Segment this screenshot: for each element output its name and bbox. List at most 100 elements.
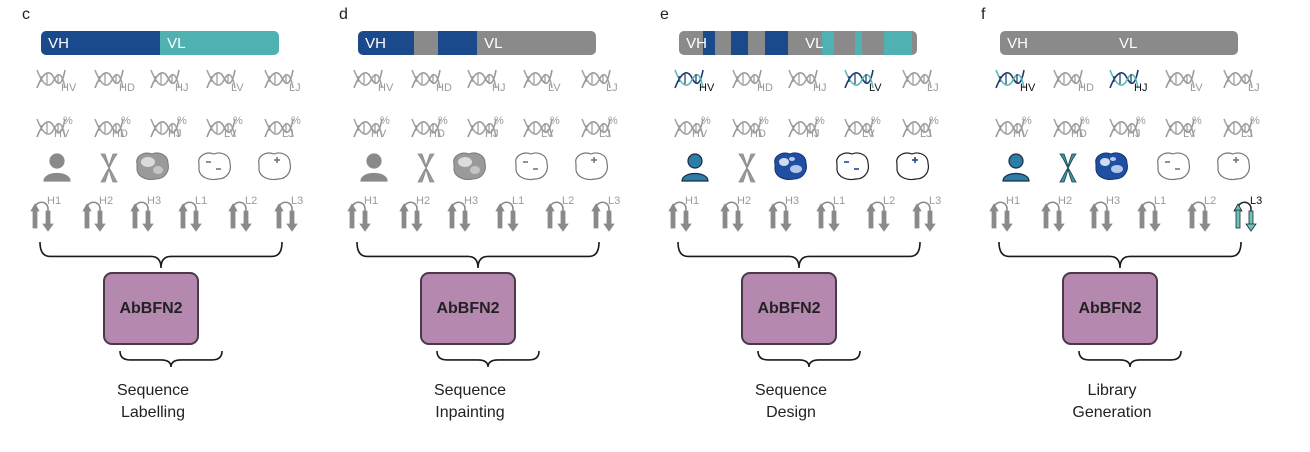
input-brace — [676, 241, 922, 274]
model-box: AbBFN2 — [103, 272, 199, 345]
task-line-1: Sequence — [116, 382, 190, 399]
sequence-segment — [731, 31, 749, 55]
vh-label: VH — [1007, 35, 1028, 52]
percent-symbol: % — [929, 115, 939, 127]
task-line-2: Inpainting — [435, 404, 505, 421]
vl-label: VL — [1119, 35, 1138, 52]
gene-label: HV — [699, 82, 715, 94]
input-brace — [38, 241, 284, 274]
gene-label: HV — [1020, 82, 1036, 94]
percent-symbol: % — [233, 115, 243, 127]
task-line-1: Library — [1087, 382, 1137, 399]
cdr-label: H2 — [416, 195, 431, 207]
cdr-label: L1 — [1154, 195, 1167, 207]
gene-label: LJ — [606, 82, 618, 94]
panel-letter: c — [22, 6, 30, 23]
output-brace — [435, 350, 541, 373]
cdr-label: H1 — [1006, 195, 1021, 207]
sequence-segment — [679, 31, 917, 55]
cdr-label: H3 — [464, 195, 479, 207]
gene-label: HJ — [813, 82, 827, 94]
cdr-label: H2 — [99, 195, 114, 207]
percent-symbol: % — [177, 115, 187, 127]
cdr-label: L3 — [608, 195, 621, 207]
panel-letter: f — [981, 6, 986, 23]
vl-label: VL — [167, 35, 186, 52]
cdr-label: H3 — [147, 195, 162, 207]
sequence-segment — [1000, 31, 1238, 55]
gene-usage-row: HV HD HJ LV LJ — [977, 68, 1297, 108]
cdr-label: H1 — [364, 195, 379, 207]
cdr-label: L2 — [245, 195, 258, 207]
property-row — [656, 150, 976, 190]
gene-identity-label: HV — [371, 128, 387, 140]
gene-identity-label: HJ — [806, 128, 820, 140]
panel-letter: e — [660, 6, 669, 23]
gene-identity-label: LJ — [599, 128, 611, 140]
gene-identity-label: LJ — [920, 128, 932, 140]
model-box: AbBFN2 — [420, 272, 516, 345]
percent-symbol: % — [1250, 115, 1260, 127]
gene-usage-row: HV HD HJ LV LJ — [335, 68, 655, 108]
cdr-loop-row: H1 H2 H3 L1 L2 L3 — [335, 195, 655, 235]
cdr-label: L1 — [195, 195, 208, 207]
gene-identity-label: HD — [1071, 128, 1087, 140]
cdr-loop-row: H1 H2 H3 L1 L2 L3 — [977, 195, 1297, 235]
percent-symbol: % — [1192, 115, 1202, 127]
gene-label: HD — [119, 82, 135, 94]
gene-label: HV — [378, 82, 394, 94]
sequence-segment — [477, 31, 596, 55]
gene-label: LV — [548, 82, 561, 94]
vh-label: VH — [48, 35, 69, 52]
gene-identity-label: HJ — [168, 128, 182, 140]
output-brace — [756, 350, 862, 373]
sequence-segment — [41, 31, 160, 55]
panel-letter: d — [339, 6, 348, 23]
cdr-label: L2 — [883, 195, 896, 207]
cdr-label: L3 — [291, 195, 304, 207]
property-row — [335, 150, 655, 190]
gene-label: LV — [1190, 82, 1203, 94]
gene-label: HV — [61, 82, 77, 94]
percent-symbol: % — [380, 115, 390, 127]
gene-usage-row: HV HD HJ LV LJ — [656, 68, 976, 108]
gene-identity-label: LV — [224, 128, 237, 140]
gene-label: LJ — [927, 82, 939, 94]
gene-label: HJ — [1134, 82, 1148, 94]
gene-identity-label: HD — [750, 128, 766, 140]
cdr-label: L1 — [833, 195, 846, 207]
task-line-1: Sequence — [754, 382, 828, 399]
cdr-label: H3 — [785, 195, 800, 207]
model-box: AbBFN2 — [1062, 272, 1158, 345]
percent-symbol: % — [550, 115, 560, 127]
gene-identity-label: LV — [862, 128, 875, 140]
vl-label: VL — [484, 35, 503, 52]
gene-identity-label: HJ — [485, 128, 499, 140]
sequence-segment — [855, 31, 863, 55]
sequence-segment — [883, 31, 913, 55]
gene-identity-label: LV — [1183, 128, 1196, 140]
percent-symbol: % — [608, 115, 618, 127]
percent-symbol: % — [291, 115, 301, 127]
percent-symbol: % — [494, 115, 504, 127]
sequence-segment — [358, 31, 414, 55]
cdr-label: L1 — [512, 195, 525, 207]
cdr-label: L2 — [562, 195, 575, 207]
gene-label: LJ — [1248, 82, 1260, 94]
sequence-segment — [821, 31, 834, 55]
gene-label: LV — [869, 82, 882, 94]
gene-identity-row: %HV %HD %HJ %LV %LJ — [18, 113, 338, 153]
percent-symbol: % — [1080, 115, 1090, 127]
percent-symbol: % — [815, 115, 825, 127]
gene-identity-row: %HV %HD %HJ %LV %LJ — [335, 113, 655, 153]
gene-identity-label: LJ — [1241, 128, 1253, 140]
